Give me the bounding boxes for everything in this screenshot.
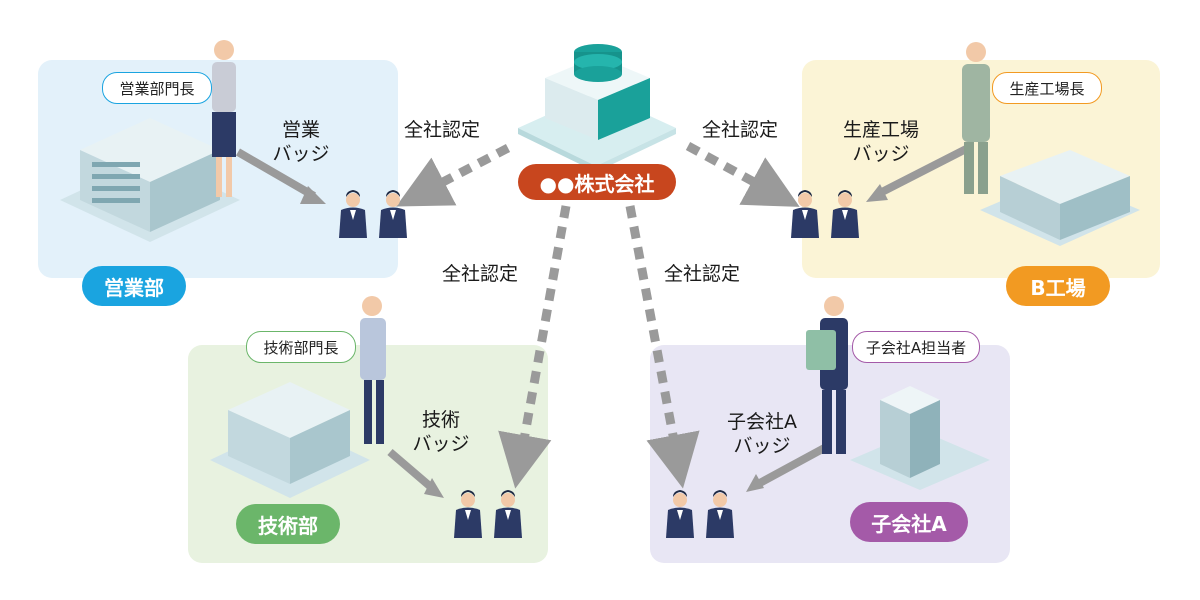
tech-badge-line2: バッジ	[412, 433, 470, 455]
sales-badge-line1: 営業	[281, 119, 320, 141]
sales-manager-label: 営業部門長	[102, 72, 212, 104]
sales-badge-label: 営業 バッジ	[268, 118, 334, 166]
tech-badge-label: 技術 バッジ	[408, 408, 474, 456]
cert-label-middle-right: 全社認定	[664, 263, 741, 285]
factory-dept-pill: B工場	[1006, 266, 1110, 306]
subsidiary-manager-label: 子会社A担当者	[852, 331, 980, 363]
badge-arrow-sales	[235, 148, 317, 200]
company-label: ●●株式会社	[539, 171, 655, 196]
factory-badge-label: 生産工場 バッジ	[836, 118, 926, 166]
subsidiary-dept-pill: 子会社A	[850, 502, 968, 542]
tech-office-icon	[210, 382, 370, 498]
cert-arrow-tech	[498, 205, 571, 489]
cert-label-top-left: 全社認定	[404, 119, 481, 141]
badge-arrow-factory	[876, 144, 970, 198]
cert-label-middle-left: 全社認定	[442, 263, 519, 285]
badge-arrow-subsidiary	[756, 442, 830, 488]
factory-manager-label: 生産工場長	[992, 72, 1102, 104]
hq-building-icon	[518, 44, 676, 172]
factory-badge-line2: バッジ	[852, 143, 910, 165]
tech-manager-figure	[360, 296, 386, 444]
sales-dept-pill: 営業部	[82, 266, 186, 306]
subsidiary-badge-line2: バッジ	[733, 435, 791, 457]
subsidiary-tower-icon	[850, 386, 990, 490]
subsidiary-badge-label: 子会社A バッジ	[720, 410, 804, 458]
sales-badge-line2: バッジ	[272, 143, 330, 165]
sales-manager-figure	[212, 40, 236, 197]
sales-office-icon	[60, 118, 240, 242]
tech-badge-line1: 技術	[421, 409, 460, 431]
badge-arrow-tech	[387, 448, 435, 492]
cert-arrow-factory	[685, 142, 800, 207]
company-badge: ●●株式会社	[518, 164, 676, 200]
subsidiary-badge-line1: 子会社A	[727, 411, 797, 433]
factory-badge-line1: 生産工場	[842, 119, 919, 141]
cert-arrow-sales	[396, 144, 511, 207]
tech-dept-pill: 技術部	[236, 504, 340, 544]
cert-arrow-subsidiary	[625, 205, 700, 489]
subsidiary-manager-figure	[806, 296, 848, 454]
factory-building-icon	[980, 150, 1140, 246]
tech-manager-label: 技術部門長	[246, 331, 356, 363]
cert-label-top-right: 全社認定	[702, 119, 779, 141]
factory-manager-figure	[962, 42, 990, 194]
